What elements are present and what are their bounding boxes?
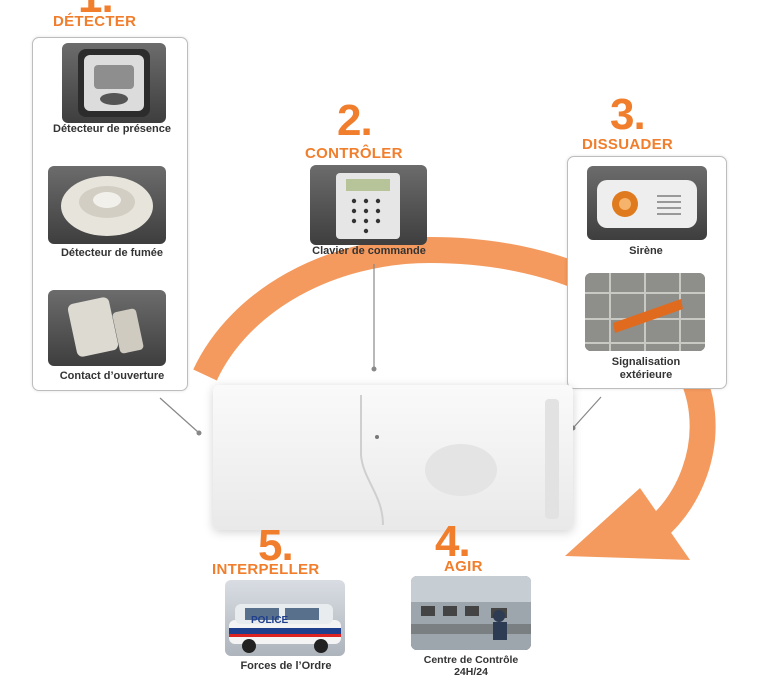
control-keypad-label: Clavier de commande bbox=[312, 245, 426, 257]
siren-label: Sirène bbox=[629, 245, 663, 257]
step-2-number: 2. bbox=[337, 96, 373, 145]
opening-contact-label: Contact d’ouverture bbox=[59, 370, 165, 382]
step-1-title: DÉTECTER bbox=[53, 13, 137, 30]
siren-icon bbox=[587, 166, 707, 240]
step-1-number: 1. bbox=[78, 0, 114, 20]
step-5-number: 5. bbox=[258, 521, 294, 570]
presence-detector-label: Détecteur de présence bbox=[53, 123, 171, 135]
smoke-detector-icon bbox=[48, 166, 166, 244]
exterior-sign-icon bbox=[585, 273, 705, 351]
step-3-number: 3. bbox=[610, 90, 646, 139]
control-room-icon bbox=[411, 576, 531, 650]
door-contact-icon bbox=[48, 290, 166, 366]
keypad-icon bbox=[310, 165, 427, 245]
motion-sensor-icon bbox=[62, 43, 166, 123]
control-center-label: Centre de Contrôle 24H/24 bbox=[423, 654, 519, 678]
police-label: Forces de l’Ordre bbox=[240, 660, 332, 672]
alarm-central-unit-icon bbox=[213, 385, 573, 530]
step-4-number: 4. bbox=[435, 517, 471, 566]
step-4-title: AGIR bbox=[444, 558, 483, 575]
exterior-signal-label: Signalisation extérieure bbox=[611, 356, 681, 381]
police-sign-label: POLICE bbox=[251, 615, 289, 626]
step-3-title: DISSUADER bbox=[582, 136, 674, 153]
step-2-title: CONTRÔLER bbox=[305, 145, 403, 162]
smoke-detector-label: Détecteur de fumée bbox=[60, 247, 164, 259]
step-5-title: INTERPELLER bbox=[212, 561, 320, 578]
police-car-icon: POLICE bbox=[225, 580, 345, 656]
